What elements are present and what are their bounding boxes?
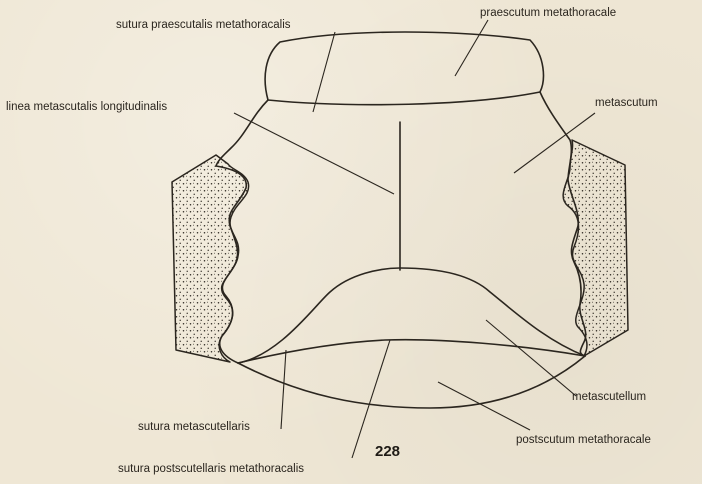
label-postscutum: postscutum metathoracale xyxy=(516,434,651,446)
leader-sutura-metascutellaris xyxy=(281,350,286,429)
leader-sutura-postscutellaris xyxy=(352,340,390,458)
leader-linea-metascutalis xyxy=(234,113,394,194)
label-metascutellum: metascutellum xyxy=(572,391,646,403)
label-linea-metascutalis: linea metascutalis longitudinalis xyxy=(6,101,167,113)
leader-metascutellum xyxy=(486,320,576,396)
postscutum-outline xyxy=(238,356,585,408)
leader-postscutum xyxy=(438,382,530,430)
label-sutura-metascutellaris: sutura metascutellaris xyxy=(138,421,250,433)
label-praescutum: praescutum metathoracale xyxy=(480,7,616,19)
metascutum-outline xyxy=(216,92,586,363)
right-stippled-region xyxy=(563,140,628,356)
leader-praescutum xyxy=(455,20,488,76)
label-sutura-postscutellaris: sutura postscutellaris metathoracalis xyxy=(118,463,304,475)
praescutum-band xyxy=(265,32,543,105)
leader-sutura-praescutalis xyxy=(313,32,335,112)
label-sutura-praescutalis: sutura praescutalis metathoracalis xyxy=(116,19,291,31)
figure-number: 228 xyxy=(375,443,400,460)
label-metascutum: metascutum xyxy=(595,97,658,109)
